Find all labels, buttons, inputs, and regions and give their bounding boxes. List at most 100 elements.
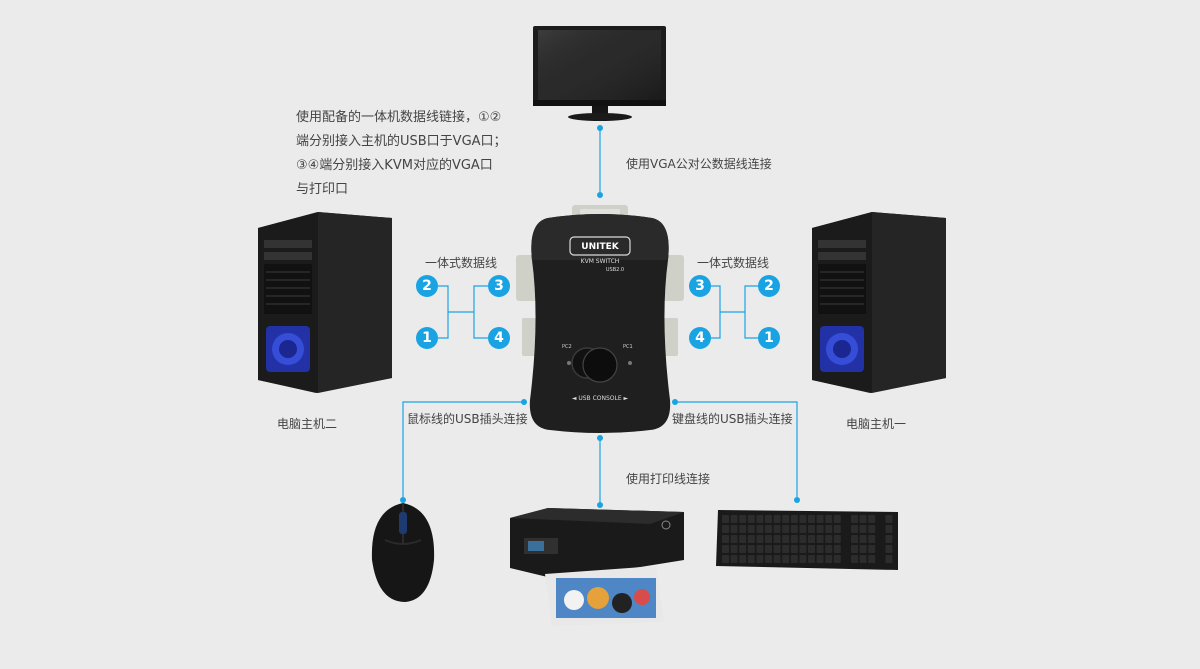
- keyboard-key: [782, 515, 790, 523]
- keyboard-key: [730, 555, 738, 563]
- keyboard-key: [739, 525, 747, 533]
- keyboard-key: [851, 535, 858, 543]
- keyboard-key: [765, 515, 772, 523]
- note-line-2: 端分别接入主机的USB口于VGA口；: [296, 134, 507, 149]
- keyboard-key: [885, 545, 893, 553]
- keyboard-key: [756, 535, 764, 543]
- keyboard-key: [868, 555, 876, 563]
- keyboard-key: [885, 525, 893, 533]
- keyboard-key: [833, 555, 841, 563]
- keyboard-key: [722, 525, 729, 533]
- keyboard-key: [739, 535, 747, 543]
- pc-tower-2-icon: [258, 212, 392, 393]
- badge-left-1: 1: [416, 327, 438, 349]
- keyboard-key: [808, 515, 815, 523]
- kvm-port-pc2-label: PC2: [562, 344, 572, 350]
- keyboard-key: [799, 535, 807, 543]
- keyboard-key: [825, 545, 833, 553]
- pc-tower-1-icon: [812, 212, 946, 393]
- keyboard-key: [825, 555, 833, 563]
- keyboard-key: [868, 525, 876, 533]
- keyboard-key: [799, 525, 807, 533]
- keyboard-key: [816, 535, 824, 543]
- keyboard-key: [816, 545, 824, 553]
- keyboard-key: [739, 555, 747, 563]
- badge-right-2: 2: [758, 275, 780, 297]
- kvm-model-label: KVM SWITCH: [580, 258, 620, 265]
- keyboard-key: [825, 535, 833, 543]
- vga-cable-label: 使用VGA公对公数据线连接: [626, 157, 772, 171]
- keyboard-key: [790, 555, 798, 563]
- keyboard-key: [808, 535, 815, 543]
- badge-left-4: 4: [488, 327, 510, 349]
- left-fork-a: [438, 285, 449, 339]
- keyboard-key: [868, 545, 876, 553]
- keyboard-key: [851, 555, 858, 563]
- keyboard-key: [739, 545, 747, 553]
- keyboard-key: [859, 515, 867, 523]
- kvm-usb-label: USB2.0: [605, 267, 625, 273]
- kvm-switch-icon: [516, 205, 684, 433]
- keyboard-key: [859, 525, 867, 533]
- kvm-port-pc1-label: PC1: [623, 344, 633, 350]
- keyboard-key: [782, 555, 790, 563]
- keyboard-key: [816, 555, 824, 563]
- keyboard-key: [868, 515, 876, 523]
- keyboard-key: [782, 535, 790, 543]
- keyboard-key: [790, 515, 798, 523]
- keyboard-key: [859, 545, 867, 553]
- keyboard-key: [833, 515, 841, 523]
- pc1-label: 电脑主机一: [846, 417, 907, 431]
- badge-left-3: 3: [488, 275, 510, 297]
- keyboard-key: [722, 555, 729, 563]
- keyboard-key: [730, 545, 738, 553]
- keyboard-key: [790, 535, 798, 543]
- note-line-3: ③④端分别接入KVM对应的VGA口: [296, 158, 493, 173]
- cable-right-label: 一体式数据线: [697, 256, 770, 270]
- keyboard-key: [799, 555, 807, 563]
- keyboard-key: [885, 515, 893, 523]
- mouse-usb-label: 鼠标线的USB插头连接: [407, 412, 528, 426]
- keyboard-key: [730, 515, 738, 523]
- keyboard-key: [765, 555, 772, 563]
- mouse-icon: [371, 503, 435, 602]
- keyboard-icon: [716, 510, 898, 570]
- badge-left-2: 2: [416, 275, 438, 297]
- left-fork-b: [473, 285, 488, 339]
- keyboard-key: [730, 525, 738, 533]
- keyboard-key: [885, 535, 893, 543]
- keyboard-key: [730, 535, 738, 543]
- badge-right-3: 3: [689, 275, 711, 297]
- keyboard-connector: [675, 401, 798, 500]
- keyboard-key: [747, 525, 755, 533]
- keyboard-key: [790, 525, 798, 533]
- connector-dots: [400, 125, 800, 508]
- keyboard-key: [868, 535, 876, 543]
- keyboard-key: [825, 525, 833, 533]
- keyboard-key: [747, 515, 755, 523]
- monitor-icon: [533, 26, 666, 121]
- keyboard-key: [790, 545, 798, 553]
- keyboard-key: [756, 525, 764, 533]
- keyboard-key: [722, 515, 729, 523]
- keyboard-key: [859, 555, 867, 563]
- keyboard-key: [851, 545, 858, 553]
- keyboard-key: [851, 515, 858, 523]
- keyboard-key: [773, 535, 781, 543]
- keyboard-key: [885, 555, 893, 563]
- keyboard-key: [851, 525, 858, 533]
- printer-icon: [510, 508, 684, 626]
- keyboard-key: [756, 515, 764, 523]
- keyboard-key: [808, 545, 815, 553]
- badge-right-1: 1: [758, 327, 780, 349]
- keyboard-key: [765, 545, 772, 553]
- instruction-note: 使用配备的一体机数据线链接，①② 端分别接入主机的USB口于VGA口； ③④端分…: [296, 106, 536, 202]
- keyboard-key: [782, 525, 790, 533]
- keyboard-key: [756, 545, 764, 553]
- right-fork-a: [711, 285, 721, 339]
- connector-lines: [402, 128, 798, 505]
- keyboard-key: [816, 515, 824, 523]
- pc2-label: 电脑主机二: [277, 417, 338, 431]
- keyboard-key: [747, 555, 755, 563]
